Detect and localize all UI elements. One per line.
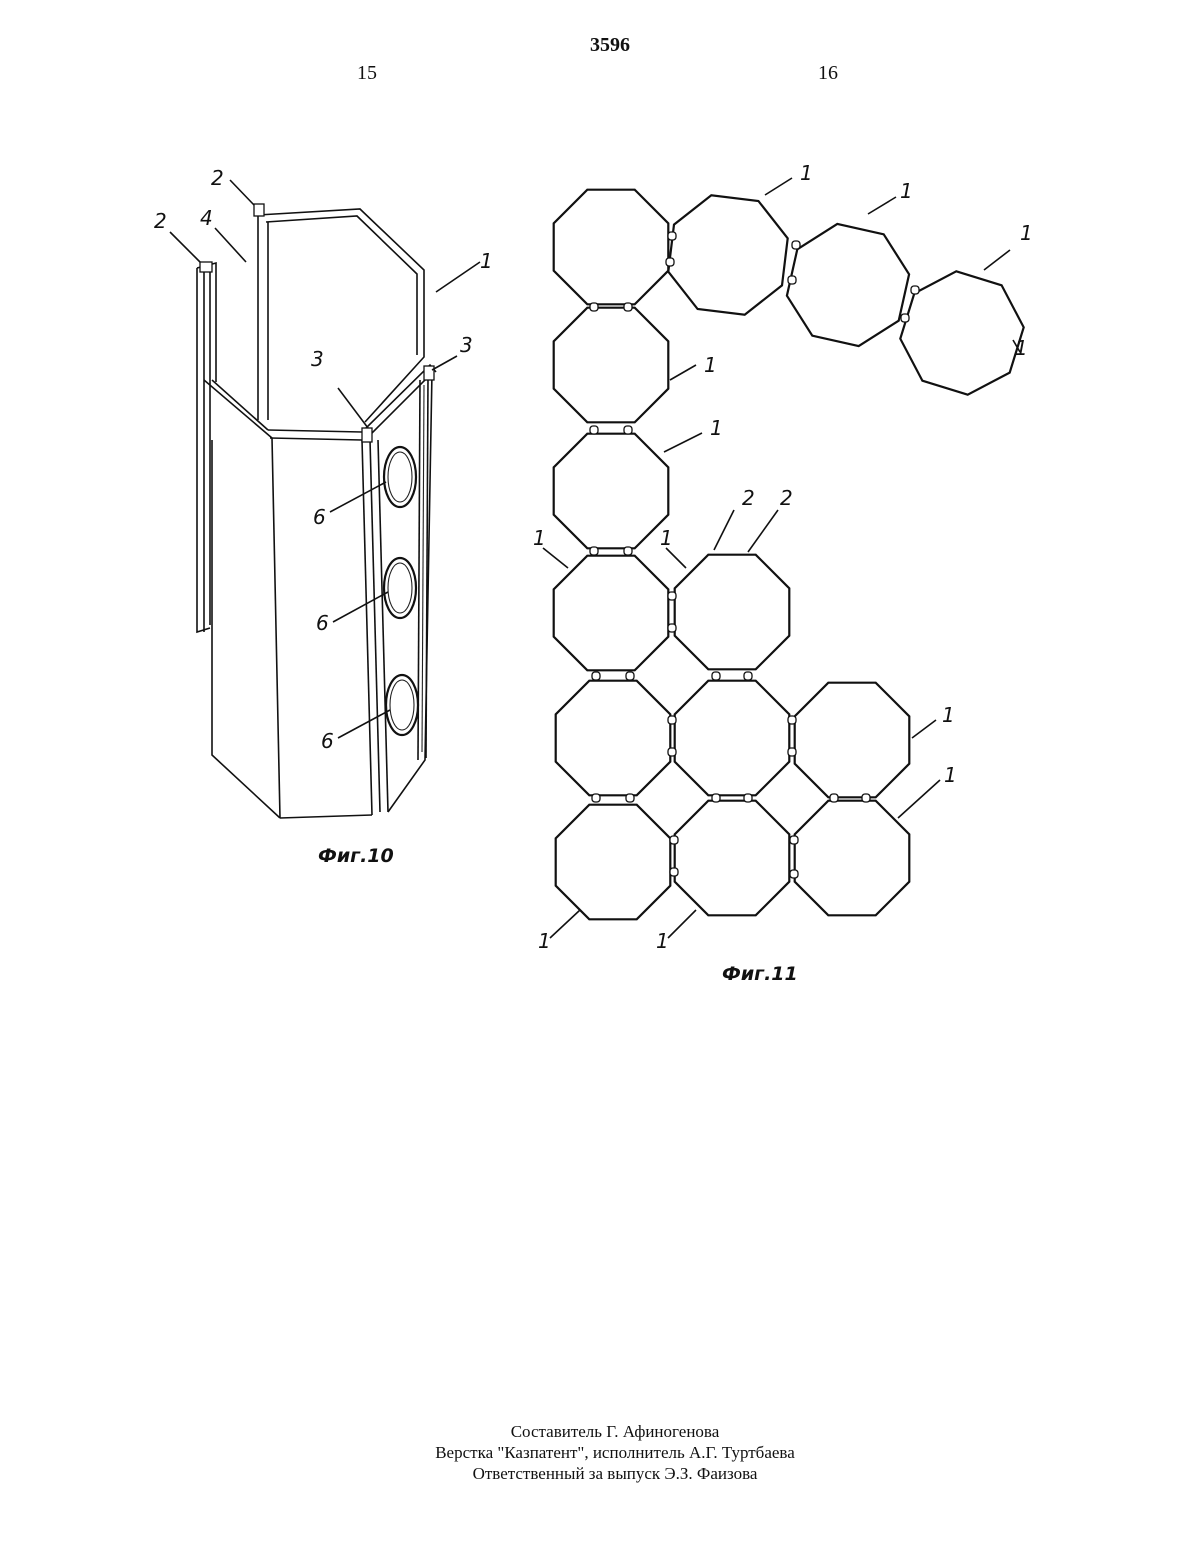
joint-lock [626,794,634,802]
joint-lock [744,672,752,680]
joint-lock [788,716,796,724]
fig11-label: 1 [900,179,913,203]
fig11-label: 1 [538,929,551,953]
joint-lock [790,870,798,878]
fig11-label: 1 [1020,221,1033,245]
joint-lock [592,794,600,802]
fig11-label: 1 [533,526,546,550]
joint-lock [624,547,632,555]
fig11-label: 1 [704,353,717,377]
joint-lock [744,794,752,802]
joint-lock [592,672,600,680]
joint-lock [790,836,798,844]
octagon-cell [795,801,910,916]
fig11-label: 1 [710,416,723,440]
joint-lock [590,547,598,555]
fig11-label: 1 [1015,336,1028,360]
joint-lock [624,426,632,434]
fig11-label: 1 [800,161,813,185]
joint-lock [670,868,678,876]
joint-lock [668,592,676,600]
octagon-cell [554,556,669,671]
fig11-label: 1 [942,703,955,727]
octagon-cell [795,683,910,798]
footer-compiler: Составитель Г. Афиногенова [0,1421,1203,1442]
joint-lock [788,276,796,284]
fig11-label: 1 [660,526,673,550]
footer-credits: Составитель Г. Афиногенова Верстка "Казп… [0,1421,1203,1484]
joint-lock [792,241,800,249]
joint-lock [668,232,676,240]
joint-lock [901,314,909,322]
figure-11-caption: Фиг.11 [722,963,798,985]
joint-lock [668,748,676,756]
joint-lock [666,258,674,266]
joint-lock [862,794,870,802]
octagon-cell [556,805,671,920]
footer-layout: Верстка "Казпатент", исполнитель А.Г. Ту… [0,1442,1203,1463]
joint-lock [668,716,676,724]
joint-lock [712,672,720,680]
joint-lock [670,836,678,844]
octagon-cell [675,801,790,916]
joint-lock [624,303,632,311]
fig11-label: 2 [780,486,793,510]
joint-lock [911,286,919,294]
octagon-cell [675,555,790,670]
joint-lock [788,748,796,756]
octagon-cell [554,434,669,549]
joint-lock [590,426,598,434]
fig11-label: 2 [742,486,755,510]
octagon-cell [668,195,787,314]
joint-lock [830,794,838,802]
octagon-cell [787,224,909,346]
footer-responsible: Ответственный за выпуск Э.З. Фаизова [0,1463,1203,1484]
joint-lock [590,303,598,311]
octagon-cell [554,308,669,423]
joint-lock [668,624,676,632]
joint-lock [626,672,634,680]
joint-lock [712,794,720,802]
octagon-cell [554,190,669,305]
fig11-label: 1 [944,763,957,787]
octagon-cell [675,681,790,796]
octagon-cell [556,681,671,796]
fig11-label: 1 [656,929,669,953]
